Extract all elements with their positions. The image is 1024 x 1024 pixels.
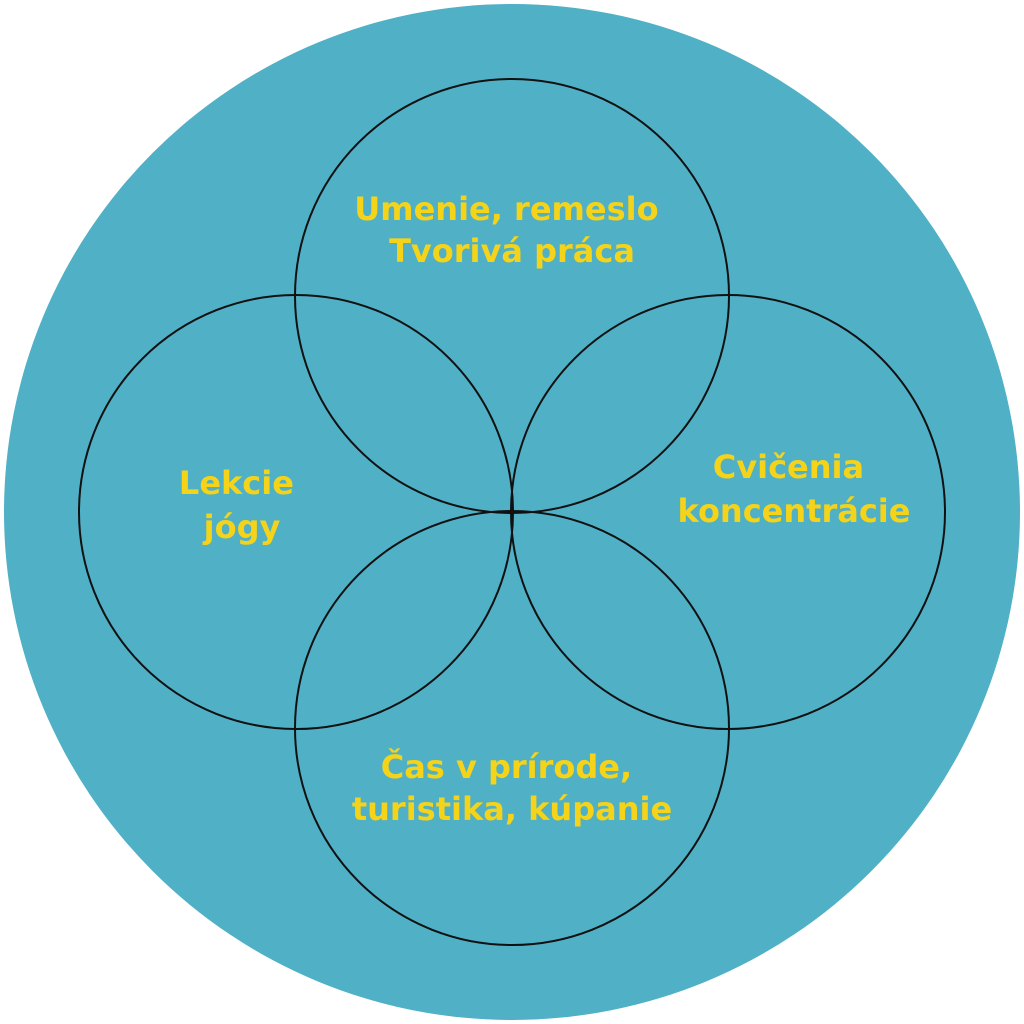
label-top-line-2: Tvorivá práca: [389, 232, 635, 270]
label-bottom-line-1: Čas v prírode,: [381, 747, 632, 786]
label-bottom: Čas v prírode, turistika, kúpanie: [352, 747, 672, 828]
label-top: Umenie, remeslo Tvorivá práca: [354, 190, 669, 270]
label-top-line-1: Umenie, remeslo: [354, 190, 658, 228]
label-right: Cvičenia koncentrácie: [678, 448, 911, 530]
circle-bottom: [294, 510, 730, 946]
label-left: Lekcie jógy: [179, 464, 305, 546]
label-left-line-1: Lekcie: [179, 464, 294, 502]
label-left-line-2: jógy: [202, 508, 281, 546]
label-right-line-2: koncentrácie: [678, 492, 911, 530]
label-right-line-1: Cvičenia: [713, 448, 864, 486]
label-bottom-line-2: turistika, kúpanie: [352, 790, 672, 828]
